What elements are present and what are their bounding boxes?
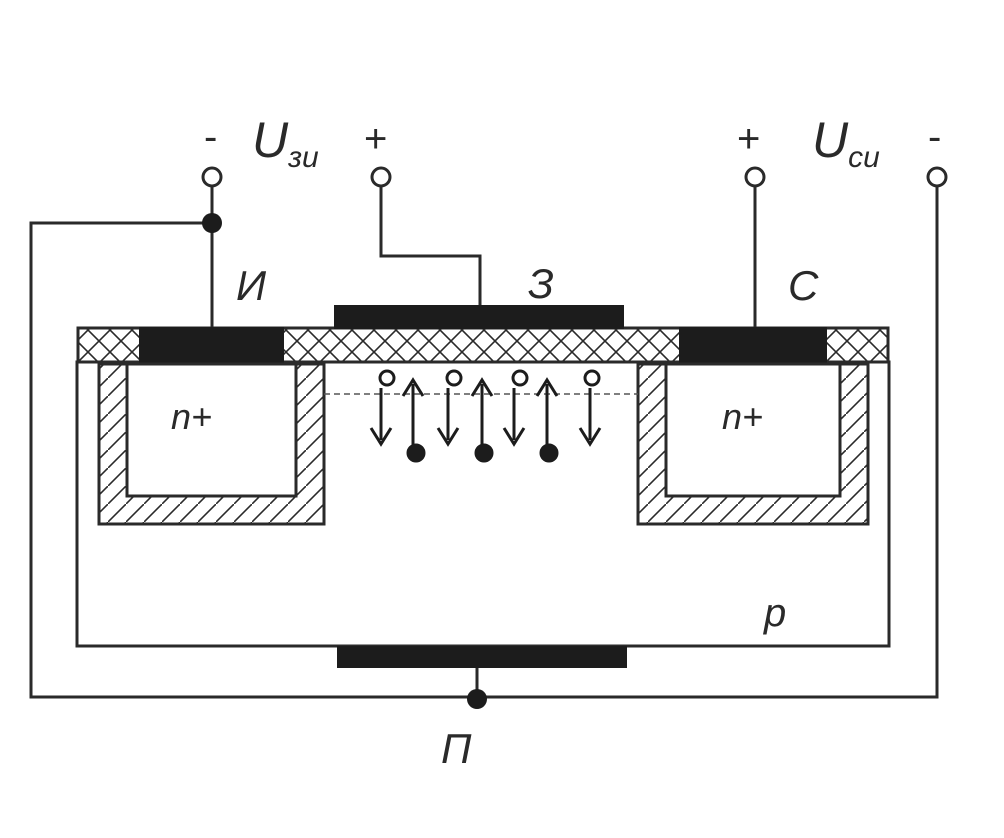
- drain-source-voltage-label: Uси: [812, 112, 880, 174]
- electron-arrow: [535, 377, 559, 463]
- drain-n-plus-region: [664, 362, 842, 498]
- electron-arrow: [470, 377, 494, 463]
- gate-metal: [334, 305, 624, 329]
- gate-wire: [379, 186, 482, 305]
- drain-contact-metal: [679, 327, 827, 363]
- drain-source-minus-sign: -: [928, 115, 941, 159]
- hole-arrow: [578, 369, 602, 447]
- gate-source-minus-sign: -: [204, 115, 217, 159]
- source-to-substrate-loop-wire: [29, 186, 939, 699]
- source-contact-metal: [139, 327, 284, 363]
- substrate-junction-dot: [467, 689, 487, 709]
- drain-n-plus-label: n+: [722, 396, 763, 437]
- hole-arrow: [502, 369, 529, 447]
- carrier-arrows: [369, 369, 602, 463]
- drain-depletion-shell: [636, 362, 870, 526]
- substrate-type-label: p: [763, 591, 786, 635]
- drain-source-plus-terminal: [744, 166, 766, 188]
- gate-source-voltage-label: Uзи: [252, 112, 319, 174]
- source-junction-dot: [202, 213, 222, 233]
- gate-source-plus-sign: +: [364, 117, 387, 161]
- drain-source-plus-sign: +: [737, 117, 760, 161]
- source-terminal-label: И: [236, 262, 267, 309]
- drain-source-minus-terminal: [926, 166, 948, 188]
- substrate-contact-metal: [337, 646, 627, 668]
- gate-source-minus-terminal: [201, 166, 223, 188]
- hole-arrow: [436, 369, 463, 447]
- gate-source-plus-terminal: [370, 166, 392, 188]
- electron-arrow: [401, 377, 426, 463]
- gate-terminal-label: З: [528, 260, 554, 307]
- source-n-plus-region: [125, 362, 298, 498]
- source-n-plus-label: n+: [171, 396, 212, 437]
- substrate-terminal-label: П: [441, 725, 472, 772]
- hole-arrow: [369, 369, 396, 447]
- source-depletion-shell: [97, 362, 326, 526]
- drain-terminal-label: С: [788, 262, 819, 309]
